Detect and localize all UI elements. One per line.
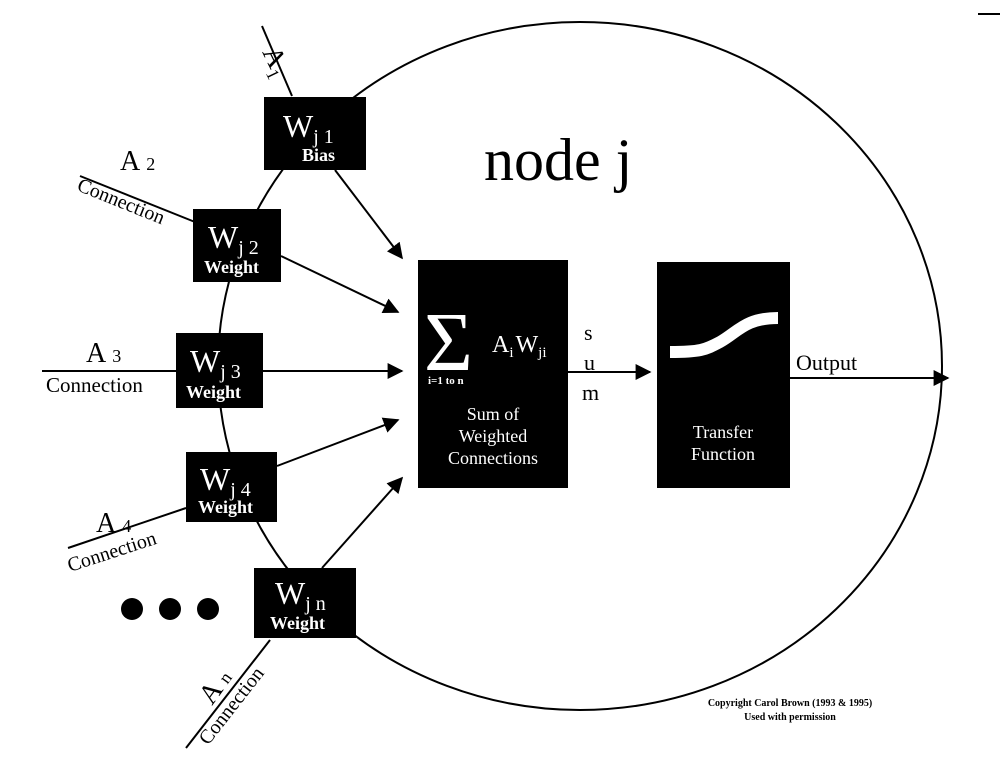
weight-symbol-3: Wj 3 (190, 343, 241, 383)
weight-label-1: Bias (302, 145, 335, 165)
copyright-line-2: Used with permission (744, 712, 836, 723)
connection-label-2: Connection (74, 174, 168, 229)
arrow-2 (280, 255, 400, 313)
weight-symbol-n: Wj n (275, 575, 326, 615)
weight-label-n: Weight (270, 613, 325, 633)
sum-label-m: m (582, 380, 599, 405)
sum-caption-1: Sum of (467, 404, 520, 424)
connection-line-2 (79, 175, 196, 223)
sigma-symbol: Σ (424, 296, 473, 389)
connection-line-4 (67, 507, 187, 549)
transfer-caption-2: Function (691, 444, 755, 464)
ellipsis-dot-3 (197, 598, 219, 620)
copyright-line-1: Copyright Carol Brown (1993 & 1995) (708, 698, 872, 709)
sum-label-u: u (584, 350, 595, 375)
sum-term: AiWji (492, 332, 547, 361)
weight-label-2: Weight (204, 257, 259, 277)
arrow-1 (334, 169, 403, 260)
ellipsis-dot-1 (121, 598, 143, 620)
weight-symbol-1: Wj 1 (283, 108, 334, 148)
activation-1: A1 (253, 41, 296, 82)
transfer-caption-1: Transfer (693, 422, 753, 442)
sigmoid-curve-icon (669, 312, 779, 358)
sum-range: i=1 to n (428, 375, 464, 387)
connection-line-1 (261, 25, 293, 97)
input-1: A1 Wj 1 Bias (253, 25, 403, 260)
connection-line-n (185, 639, 271, 749)
sum-label-s: s (584, 320, 593, 345)
connection-label-3: Connection (46, 373, 143, 397)
arrow-4 (276, 417, 400, 467)
connection-label-n: Connection (195, 663, 269, 749)
weight-label-3: Weight (186, 382, 241, 402)
weight-box-n (254, 568, 356, 638)
transfer-block: Transfer Function (657, 262, 790, 488)
weight-box-3 (176, 333, 263, 408)
weight-box-2 (193, 209, 281, 282)
transfer-box (657, 262, 790, 488)
output-label: Output (796, 350, 857, 375)
sum-caption-3: Connections (448, 448, 538, 468)
weight-box-4 (186, 452, 277, 522)
sum-caption-2: Weighted (459, 426, 528, 446)
node-label: node j (484, 127, 632, 193)
ellipsis-dot-2 (159, 598, 181, 620)
weight-label-4: Weight (198, 497, 253, 517)
weight-symbol-2: Wj 2 (208, 219, 259, 259)
arrow-n (321, 476, 404, 569)
sum-block: Σ AiWji i=1 to n Sum of Weighted Connect… (418, 260, 568, 488)
weight-symbol-4: Wj 4 (200, 461, 251, 501)
weight-box-1 (264, 97, 366, 170)
sum-box (418, 260, 568, 488)
